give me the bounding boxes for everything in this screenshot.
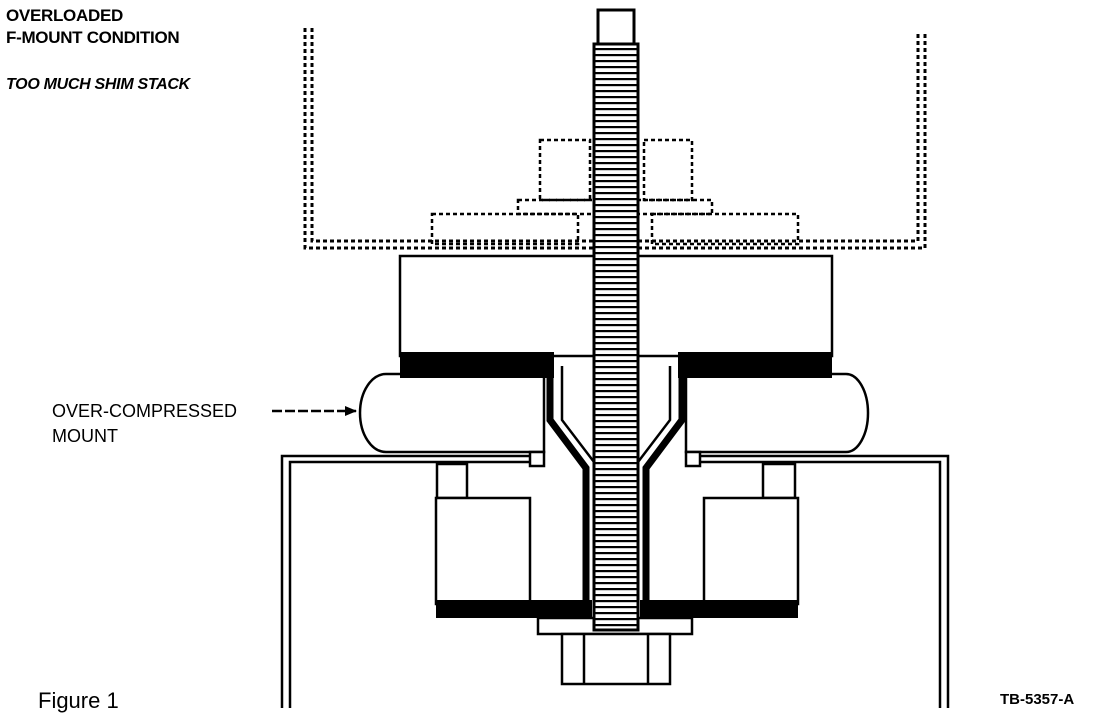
threaded-stud [592,8,640,632]
figure-caption: Figure 1 [38,688,119,713]
dashed-upper-housing [303,28,927,250]
over-compressed-mount [358,372,870,454]
bottom-nut [560,632,672,686]
retainer-tabs [435,450,797,500]
subtitle: TOO MUCH SHIM STACK [6,76,190,93]
upper-mount-plates [400,352,832,378]
drawing-code: TB-5357-A [1000,691,1075,708]
callout-label-line-1: OVER-COMPRESSED [52,401,238,421]
callout-label-line-2: MOUNT [52,426,118,446]
lower-blocks [434,496,800,606]
lower-mount-plates [436,600,798,618]
title-line-1: OVERLOADED [6,6,123,25]
center-sleeve [546,358,686,608]
lower-bracket [280,454,950,708]
title-line-2: F-MOUNT CONDITION [6,28,180,47]
